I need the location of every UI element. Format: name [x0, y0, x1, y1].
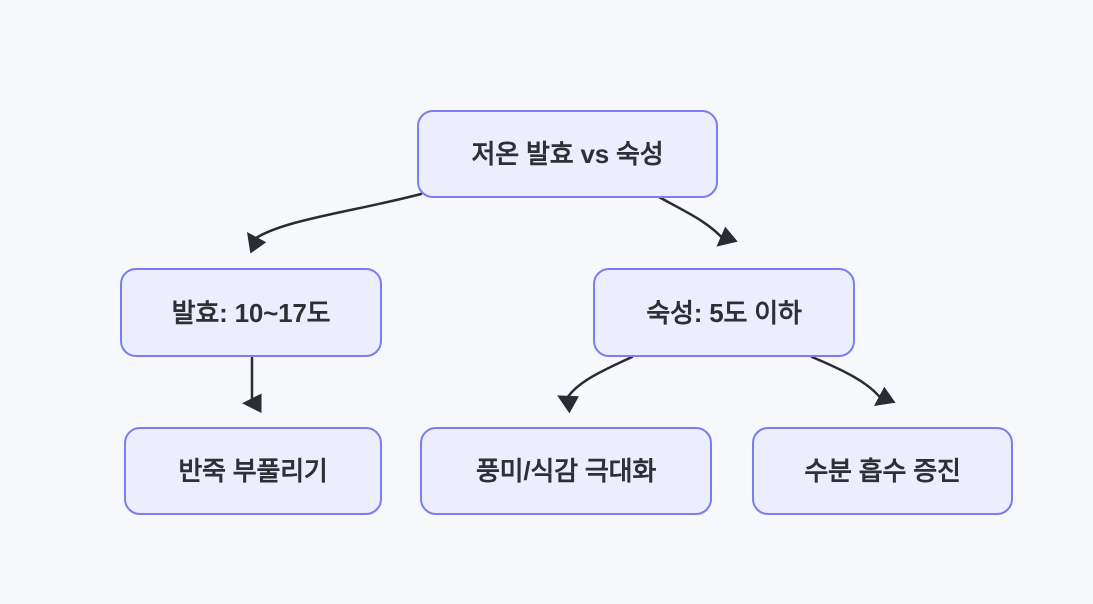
- node-water-absorption[interactable]: 수분 흡수 증진: [752, 427, 1013, 515]
- node-water-absorption-label: 수분 흡수 증진: [804, 456, 961, 486]
- node-root-label: 저온 발효 vs 숙성: [471, 139, 664, 169]
- node-flavor-texture-label: 풍미/식감 극대화: [475, 456, 657, 486]
- node-root[interactable]: 저온 발효 vs 숙성: [417, 110, 718, 198]
- node-dough-rising[interactable]: 반죽 부풀리기: [124, 427, 382, 515]
- edge-aging-to-water: [810, 355, 896, 406]
- edge-root-to-aging: [657, 195, 738, 247]
- node-aging[interactable]: 숙성: 5도 이하: [593, 268, 855, 357]
- node-flavor-texture[interactable]: 풍미/식감 극대화: [420, 427, 712, 515]
- edge-root-to-ferm: [246, 192, 423, 254]
- edge-aging-to-flavor: [557, 355, 634, 414]
- node-fermentation[interactable]: 발효: 10~17도: [120, 268, 382, 357]
- node-dough-rising-label: 반죽 부풀리기: [178, 456, 328, 486]
- node-fermentation-label: 발효: 10~17도: [171, 297, 331, 328]
- node-aging-label: 숙성: 5도 이하: [646, 297, 802, 328]
